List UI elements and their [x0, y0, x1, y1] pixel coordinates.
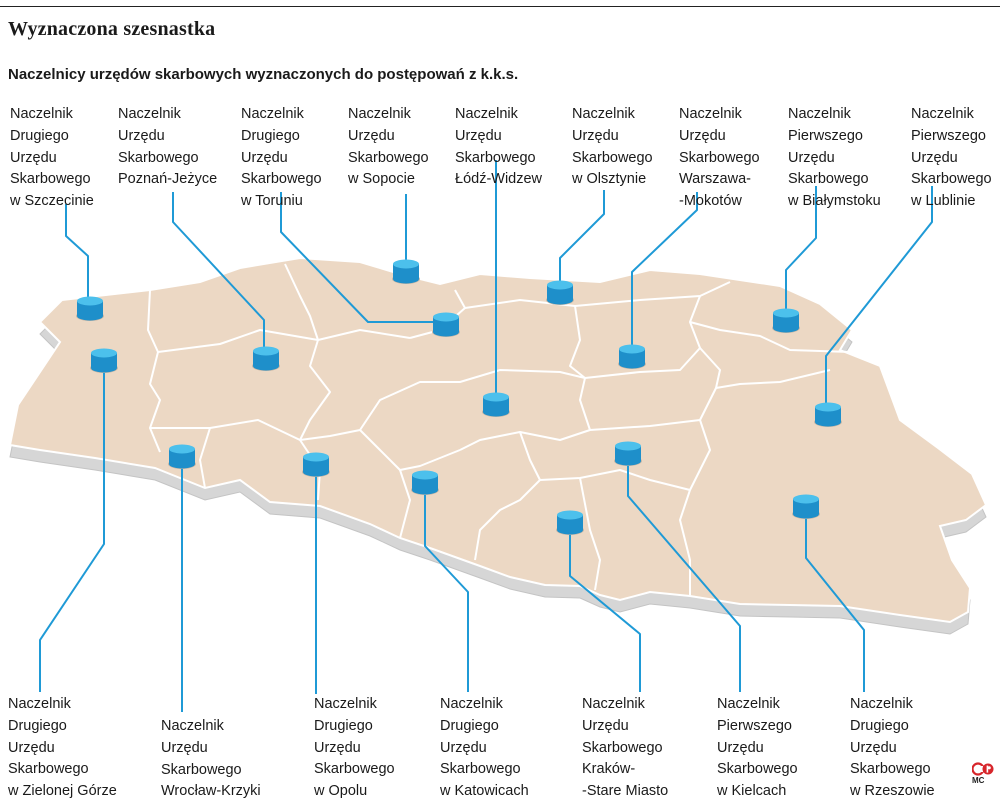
marker-krakow [556, 510, 584, 535]
marker-zielona-gora [90, 348, 118, 373]
marker-lodz [482, 392, 510, 417]
label-wroclaw: Naczelnik Urzędu Skarbowego Wrocław-Krzy… [161, 718, 261, 800]
label-zielona-gora: Naczelnik Drugiego Urzędu Skarbowego w Z… [8, 696, 117, 800]
marker-olsztyn [546, 280, 574, 305]
label-lodz: Naczelnik Urzędu Skarbowego Łódź-Widzew [455, 106, 543, 188]
marker-torun [432, 312, 460, 337]
poland-land [8, 256, 988, 624]
label-olsztyn: Naczelnik Urzędu Skarbowego w Olsztynie [572, 106, 653, 188]
marker-wroclaw [168, 444, 196, 469]
label-kielce: Naczelnik Pierwszego Urzędu Skarbowego w… [717, 696, 798, 800]
label-rzeszow: Naczelnik Drugiego Urzędu Skarbowego w R… [850, 696, 935, 800]
marker-szczecin [76, 296, 104, 321]
marker-sopot [392, 259, 420, 284]
map-title: Wyznaczona szesnastka [8, 18, 216, 40]
publisher-logo-mark [971, 762, 994, 776]
label-opole: Naczelnik Drugiego Urzędu Skarbowego w O… [314, 696, 395, 800]
marker-opole [302, 452, 330, 477]
publisher-logo: MC [971, 762, 994, 788]
top-rule [0, 6, 1000, 7]
marker-lublin [814, 402, 842, 427]
leader-lines [39, 160, 933, 712]
marker-warszawa [618, 344, 646, 369]
marker-rzeszow [792, 494, 820, 519]
label-warszawa: Naczelnik Urzędu Skarbowego Warszawa- -M… [679, 106, 760, 210]
marker-kielce [614, 441, 642, 466]
map-subtitle: Naczelnicy urzędów skarbowych wyznaczony… [8, 66, 519, 83]
marker-bialystok [772, 308, 800, 333]
label-poznan: Naczelnik Urzędu Skarbowego Poznań-Jeżyc… [118, 106, 218, 188]
marker-poznan [252, 346, 280, 371]
credit-text: MC [972, 776, 985, 785]
label-szczecin: Naczelnik Drugiego Urzędu Skarbowego w S… [10, 106, 94, 210]
region-borders [147, 263, 851, 596]
label-katowice: Naczelnik Drugiego Urzędu Skarbowego w K… [440, 696, 529, 800]
label-lublin: Naczelnik Pierwszego Urzędu Skarbowego w… [911, 106, 992, 210]
label-bialystok: Naczelnik Pierwszego Urzędu Skarbowego w… [788, 106, 881, 210]
marker-katowice [411, 470, 439, 495]
label-krakow: Naczelnik Urzędu Skarbowego Kraków- -Sta… [582, 696, 669, 800]
label-torun: Naczelnik Drugiego Urzędu Skarbowego w T… [241, 106, 322, 210]
label-sopot: Naczelnik Urzędu Skarbowego w Sopocie [348, 106, 429, 188]
markers [76, 259, 842, 535]
